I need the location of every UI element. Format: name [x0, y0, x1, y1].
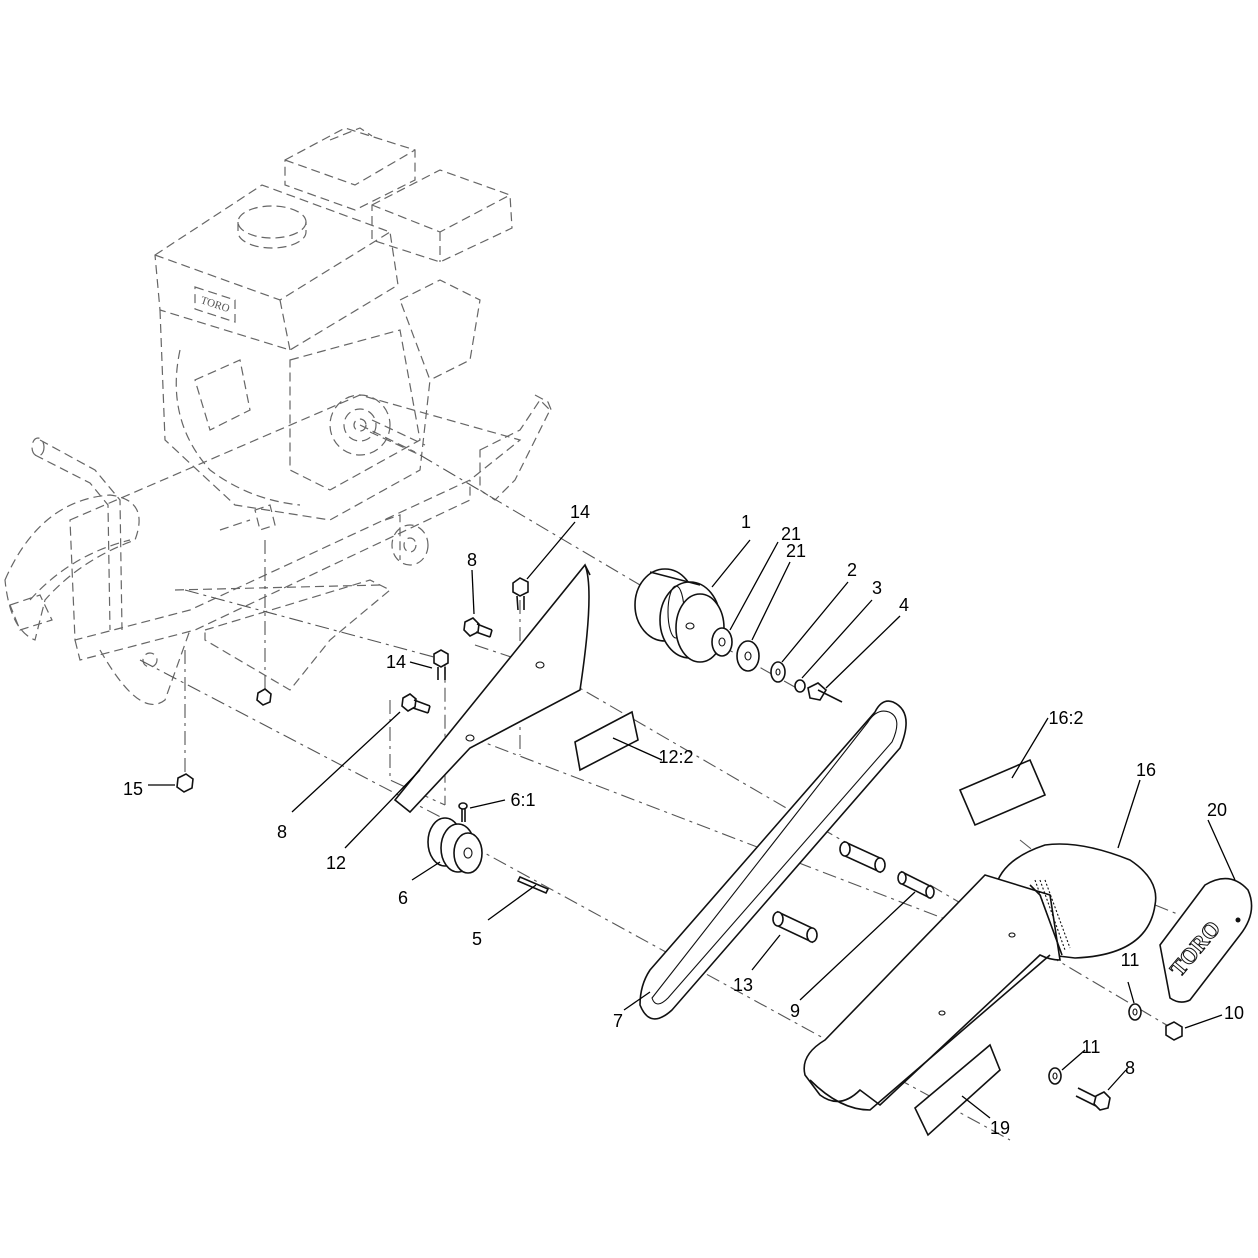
callout-10: 10	[1224, 1003, 1244, 1023]
bolt-14-upper	[512, 577, 529, 611]
lock-washer-3	[794, 679, 806, 693]
key-5	[516, 875, 550, 895]
callout-8-cover: 8	[1125, 1058, 1135, 1078]
decal-19	[914, 1043, 1001, 1137]
callout-2: 2	[847, 560, 857, 580]
spacer-13-upper	[839, 840, 886, 874]
callout-6: 6	[398, 888, 408, 908]
washer-21-b	[736, 640, 760, 672]
callout-16-2: 16:2	[1048, 708, 1083, 728]
spacer-9	[897, 870, 935, 900]
bolt-8-cover	[1075, 1087, 1111, 1111]
washer-2	[770, 661, 786, 683]
washer-21-a	[711, 627, 733, 657]
callout-labels: 1 21 21 2 3 4 14 8 14 8 15 12 6:1 6 5 12…	[123, 502, 1244, 1138]
spacer-13-lower	[772, 910, 818, 944]
washer-11-lower	[1048, 1067, 1062, 1085]
belt-cover-16	[803, 843, 1157, 1111]
leader-lines	[148, 521, 1236, 1119]
engine-assembly: TORO	[154, 127, 513, 521]
callout-11-upper: 11	[1121, 950, 1140, 970]
callout-9: 9	[790, 1001, 800, 1021]
nut-15	[176, 773, 194, 793]
callout-11-lower: 11	[1082, 1037, 1101, 1057]
callout-13: 13	[733, 975, 753, 995]
callout-7: 7	[613, 1011, 623, 1031]
callout-4: 4	[899, 595, 909, 615]
toro-logo-plate: TORO	[1159, 877, 1253, 1003]
callout-5: 5	[472, 929, 482, 949]
callout-14-upper: 14	[570, 502, 590, 522]
setscrew-6-1	[458, 802, 468, 822]
callout-16: 16	[1136, 760, 1156, 780]
callout-3: 3	[872, 578, 882, 598]
callout-14-lower: 14	[386, 652, 406, 672]
bolt-4	[807, 682, 843, 703]
bolt-8-upper	[463, 617, 493, 638]
tiller-frame	[4, 394, 553, 705]
callout-8-lower: 8	[277, 822, 287, 842]
callout-8-upper: 8	[467, 550, 477, 570]
washer-11-upper	[1128, 1003, 1142, 1021]
bolt-8-lower	[401, 693, 431, 714]
callout-12-2: 12:2	[658, 747, 693, 767]
drive-belt	[639, 700, 907, 1020]
callout-12: 12	[326, 853, 346, 873]
decal-16-2	[958, 758, 1047, 827]
callout-15: 15	[123, 779, 143, 799]
nut-10	[1165, 1021, 1183, 1041]
nut-frame	[256, 688, 272, 706]
bolt-14-lower	[433, 649, 449, 680]
drive-pulley-6	[427, 817, 483, 874]
callout-19: 19	[990, 1118, 1010, 1138]
drive-bracket-plate	[393, 563, 591, 814]
callout-21-b: 21	[786, 541, 806, 561]
callout-6-1: 6:1	[510, 790, 535, 810]
decal-12-2	[574, 710, 639, 772]
callout-1: 1	[741, 512, 751, 532]
callout-20: 20	[1207, 800, 1227, 820]
engine-pulley	[634, 568, 725, 663]
callout-21-a: 21	[781, 524, 801, 544]
